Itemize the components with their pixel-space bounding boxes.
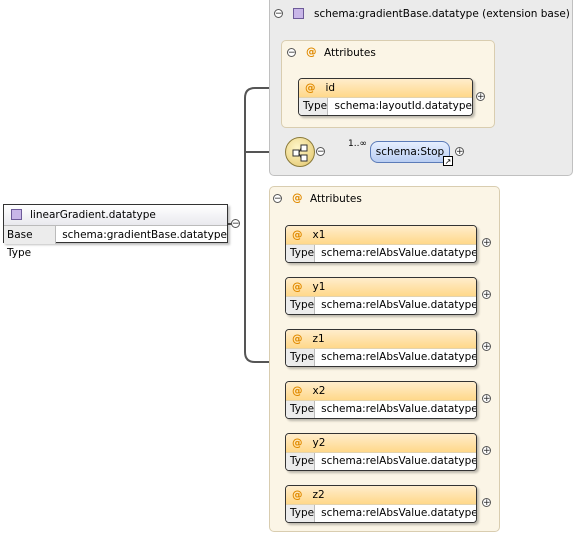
element-schema-stop[interactable]: schema:Stop bbox=[370, 141, 450, 163]
attribute-name: y2 bbox=[312, 437, 326, 449]
sequence-glyph bbox=[292, 144, 308, 162]
attribute-marker-icon: @ bbox=[292, 437, 303, 449]
root-type-name: linearGradient.datatype bbox=[30, 209, 156, 221]
attribute-name: x1 bbox=[312, 229, 326, 241]
collapse-icon[interactable]: − bbox=[231, 219, 240, 229]
root-type-box[interactable]: linearGradient.datatype Base Type schema… bbox=[3, 204, 228, 259]
expand-icon[interactable]: + bbox=[482, 342, 491, 352]
attribute-marker-icon: @ bbox=[292, 489, 303, 501]
type-label: Type bbox=[299, 98, 329, 115]
type-value: schema:relAbsValue.datatype bbox=[321, 507, 477, 519]
type-value: schema:layoutId.datatype bbox=[334, 100, 472, 112]
base-type-label: Base Type bbox=[4, 226, 57, 259]
collapse-icon[interactable]: − bbox=[316, 147, 325, 157]
element-name: schema:Stop bbox=[375, 146, 445, 158]
type-value: schema:relAbsValue.datatype bbox=[321, 299, 477, 311]
type-value: schema:relAbsValue.datatype bbox=[321, 247, 477, 259]
type-label: Type bbox=[286, 401, 316, 418]
base-type-value: schema:gradientBase.datatype bbox=[62, 229, 227, 241]
expand-icon[interactable]: + bbox=[455, 147, 464, 157]
attribute-box-x1[interactable]: @ x1 Type schema:relAbsValue.datatype bbox=[285, 225, 477, 263]
attribute-box-z2[interactable]: @ z2 Type schema:relAbsValue.datatype bbox=[285, 485, 477, 523]
collapse-icon[interactable]: − bbox=[274, 9, 283, 19]
attribute-name: z2 bbox=[312, 489, 325, 501]
expand-icon[interactable]: + bbox=[482, 446, 491, 456]
attribute-box-y1[interactable]: @ y1 Type schema:relAbsValue.datatype bbox=[285, 277, 477, 315]
extension-attributes-label: Attributes bbox=[324, 47, 376, 59]
reference-arrow-icon: ↗ bbox=[443, 156, 453, 166]
collapse-icon[interactable]: − bbox=[273, 194, 282, 204]
attribute-marker-icon: @ bbox=[292, 333, 303, 345]
attribute-box-y2[interactable]: @ y2 Type schema:relAbsValue.datatype bbox=[285, 433, 477, 471]
collapse-icon[interactable]: − bbox=[287, 48, 296, 58]
type-label: Type bbox=[286, 453, 316, 470]
attribute-marker-icon: @ bbox=[292, 192, 303, 204]
complex-type-icon bbox=[11, 209, 22, 220]
attribute-name: y1 bbox=[312, 281, 326, 293]
attribute-box-x2[interactable]: @ x2 Type schema:relAbsValue.datatype bbox=[285, 381, 477, 419]
expand-icon[interactable]: + bbox=[482, 238, 491, 248]
attribute-box-id[interactable]: @ id Type schema:layoutId.datatype bbox=[298, 78, 473, 116]
attribute-marker-icon: @ bbox=[306, 46, 317, 58]
attribute-name: z1 bbox=[312, 333, 325, 345]
type-value: schema:relAbsValue.datatype bbox=[321, 403, 477, 415]
type-value: schema:relAbsValue.datatype bbox=[321, 455, 477, 467]
sequence-icon[interactable] bbox=[285, 137, 315, 167]
expand-icon[interactable]: + bbox=[482, 394, 491, 404]
expand-icon[interactable]: + bbox=[482, 498, 491, 508]
type-label: Type bbox=[286, 349, 316, 366]
type-label: Type bbox=[286, 297, 316, 314]
attribute-marker-icon: @ bbox=[292, 385, 303, 397]
type-label: Type bbox=[286, 505, 316, 522]
type-value: schema:relAbsValue.datatype bbox=[321, 351, 477, 363]
attribute-marker-icon: @ bbox=[305, 82, 316, 94]
attribute-marker-icon: @ bbox=[292, 281, 303, 293]
attributes-label: Attributes bbox=[310, 193, 362, 205]
type-label: Type bbox=[286, 245, 316, 262]
attribute-name: x2 bbox=[312, 385, 326, 397]
complex-type-icon bbox=[293, 8, 304, 19]
attribute-box-z1[interactable]: @ z1 Type schema:relAbsValue.datatype bbox=[285, 329, 477, 367]
expand-icon[interactable]: + bbox=[476, 92, 485, 102]
expand-icon[interactable]: + bbox=[482, 290, 491, 300]
attribute-marker-icon: @ bbox=[292, 229, 303, 241]
attribute-name: id bbox=[325, 82, 336, 94]
multiplicity-label: 1..∞ bbox=[348, 139, 367, 149]
extension-title: schema:gradientBase.datatype (extension … bbox=[314, 8, 570, 20]
